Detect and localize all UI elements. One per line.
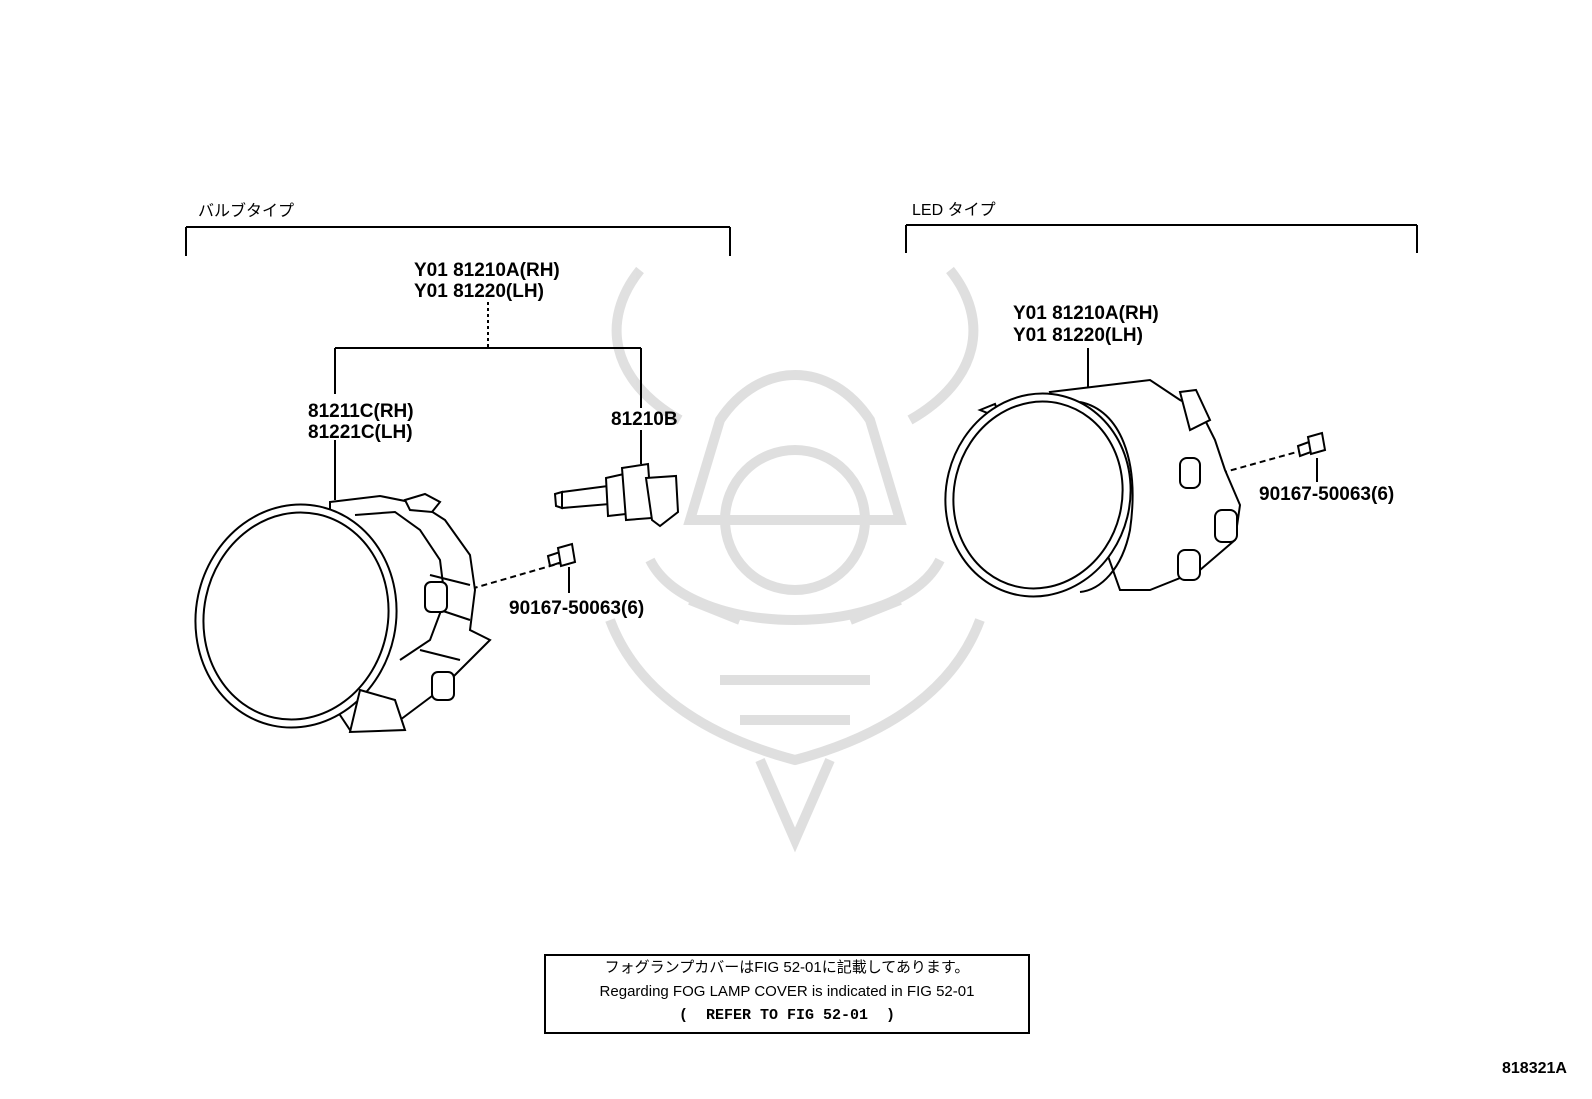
led-assembly-rh-label: Y01 81210A(RH) (1013, 303, 1159, 324)
led-section-bracket (905, 224, 1418, 253)
bulb-assembly-rh-label: Y01 81210A(RH) (414, 260, 560, 281)
watermark-emblem (605, 266, 985, 853)
led-assembly-lh-label: Y01 81220(LH) (1013, 325, 1143, 346)
bulb-section-bracket (185, 226, 731, 256)
bulb-drawing (553, 462, 680, 528)
bulb-part-label: 81210B (611, 409, 678, 430)
led-screw-label: 90167-50063(6) (1259, 484, 1394, 505)
figure-code: 818321A (1502, 1060, 1567, 1077)
bulb-housing-lh-label: 81221C(LH) (308, 422, 413, 443)
bulb-leader-lines (334, 302, 642, 593)
led-screw-drawing (1296, 431, 1327, 458)
note-line-reference: ( REFER TO FIG 52-01 ) (678, 1007, 896, 1024)
note-line-japanese: フォグランプカバーはFIG 52-01に記載してあります。 (604, 959, 970, 976)
bulb-housing-rh-label: 81211C(RH) (308, 401, 414, 422)
note-line-english: Regarding FOG LAMP COVER is indicated in… (599, 983, 975, 1000)
bulb-assembly-lh-label: Y01 81220(LH) (414, 281, 544, 302)
bulb-screw-drawing (546, 542, 577, 568)
led-section-title: LED タイプ (912, 201, 996, 219)
bulb-fog-lamp-drawing (194, 492, 492, 734)
led-fog-lamp-drawing (944, 378, 1242, 598)
bulb-section-title: バルブタイプ (198, 201, 294, 220)
bulb-screw-label: 90167-50063(6) (509, 598, 644, 619)
note-box: フォグランプカバーはFIG 52-01に記載してあります。 Regarding … (544, 954, 1030, 1034)
